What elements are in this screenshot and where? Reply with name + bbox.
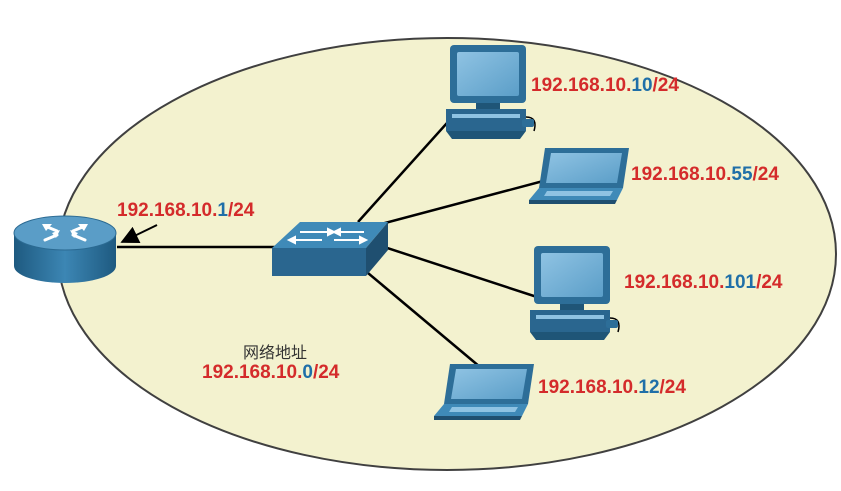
ip-host-part: 10 <box>631 75 653 96</box>
ip-network-part: 192.168.10. <box>117 200 218 221</box>
ip-network-part: 192.168.10. <box>631 164 732 185</box>
host-ip-label: 192.168.10.10/24 <box>531 76 679 95</box>
link-switch-pc2 <box>371 241 538 299</box>
network-address-caption: 网络地址 <box>243 343 308 362</box>
ip-network-part: 192.168.10. <box>624 272 725 293</box>
ip-network-part: 192.168.10. <box>538 377 639 398</box>
ip-host-part: 1 <box>217 200 228 221</box>
ip-network-part: 192.168.10. <box>202 362 303 383</box>
desktop-computer-icon[interactable] <box>530 246 620 340</box>
link-switch-pc1 <box>357 122 448 223</box>
ip-host-part: 0 <box>302 362 313 383</box>
ip-mask: /24 <box>756 272 783 293</box>
ip-host-part: 12 <box>638 377 660 398</box>
desktop-computer-icon[interactable] <box>446 45 536 139</box>
ip-network-part: 192.168.10. <box>531 75 632 96</box>
ip-mask: /24 <box>659 377 686 398</box>
link-switch-laptop2 <box>361 267 487 373</box>
router-ip-label: 192.168.10.1/24 <box>117 201 254 220</box>
ip-mask: /24 <box>652 75 679 96</box>
ip-mask: /24 <box>227 200 255 221</box>
router-ip-arrow <box>120 224 158 244</box>
ip-host-part: 55 <box>731 164 753 185</box>
laptop-icon[interactable] <box>529 148 629 204</box>
host-ip-label: 192.168.10.55/24 <box>631 165 779 184</box>
host-ip-label: 192.168.10.12/24 <box>538 378 686 397</box>
ip-host-part: 101 <box>724 272 757 293</box>
router-icon[interactable] <box>13 215 117 283</box>
network-address-label: 192.168.10.0/24 <box>202 363 339 382</box>
links <box>117 122 548 373</box>
link-switch-laptop1 <box>369 178 548 229</box>
ip-mask: /24 <box>312 362 340 383</box>
laptop-icon[interactable] <box>434 364 534 420</box>
ip-mask: /24 <box>752 164 779 185</box>
switch-icon[interactable] <box>272 222 388 276</box>
host-ip-label: 192.168.10.101/24 <box>624 273 783 292</box>
